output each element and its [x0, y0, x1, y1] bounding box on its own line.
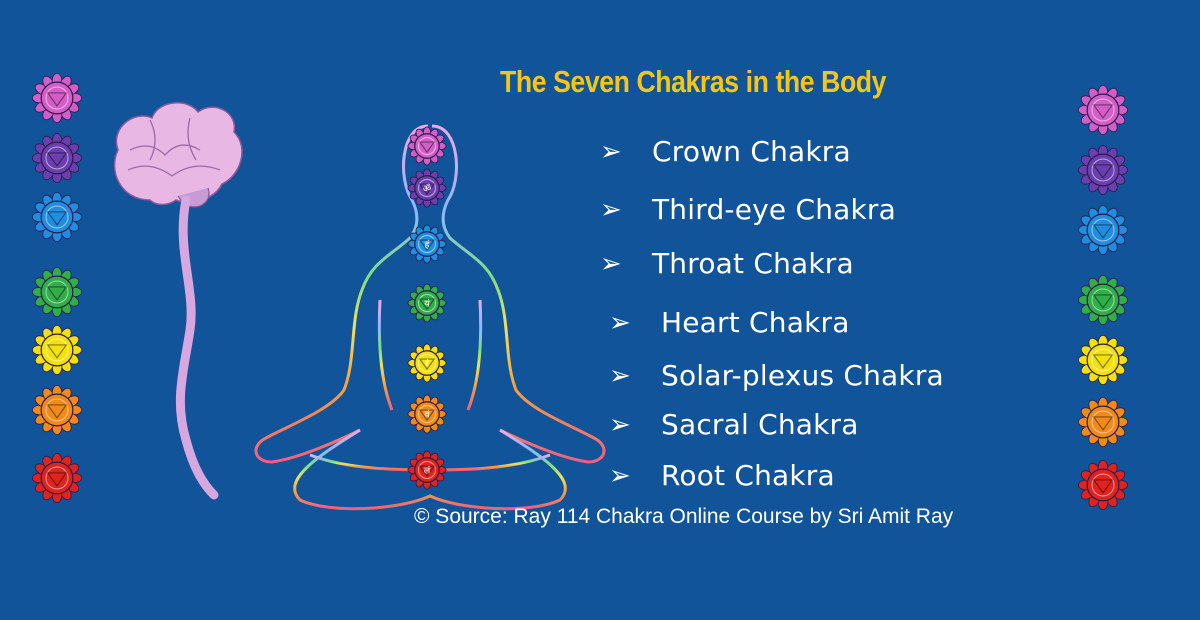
heart-chakra-icon: [1077, 274, 1129, 326]
source-credit: © Source: Ray 114 Chakra Online Course b…: [414, 505, 954, 528]
throat-chakra-icon: हं: [407, 224, 447, 264]
third-eye-chakra-icon: [1077, 144, 1129, 196]
sacral-chakra-icon: [31, 384, 83, 436]
crown-chakra-lotus-icon: [1077, 84, 1129, 136]
right-chakra-column: [1077, 84, 1129, 511]
svg-text:रं: रं: [425, 358, 429, 369]
spinal-cord: [175, 195, 219, 500]
chakra-label: Throat Chakra: [652, 247, 854, 280]
chakra-label: Root Chakra: [661, 459, 835, 492]
chakra-label: Crown Chakra: [652, 135, 851, 168]
solar-plexus-chakra-icon: रं: [407, 343, 447, 383]
chakra-label: Heart Chakra: [661, 306, 850, 339]
root-chakra-icon: लं: [407, 450, 447, 490]
solar-plexus-chakra-icon: [31, 324, 83, 376]
arrow-bullet-icon: ➢: [600, 137, 622, 167]
svg-text:लं: लं: [424, 465, 431, 476]
arrow-bullet-icon: ➢: [609, 410, 631, 440]
heart-chakra-icon: [31, 266, 83, 318]
arrow-bullet-icon: ➢: [609, 361, 631, 391]
svg-text:ॐ: ॐ: [423, 183, 432, 194]
root-chakra-icon: [31, 452, 83, 504]
arrow-bullet-icon: ➢: [609, 308, 631, 338]
chakra-label: Third-eye Chakra: [652, 193, 896, 226]
throat-chakra-icon: [31, 191, 83, 243]
arrow-bullet-icon: ➢: [600, 249, 622, 279]
left-chakra-column: [31, 72, 83, 504]
heart-chakra-icon: यं: [407, 283, 447, 323]
root-chakra-icon: [1077, 459, 1129, 511]
throat-chakra-icon: [1077, 204, 1129, 256]
third-eye-chakra-icon: ॐ: [407, 168, 447, 208]
arrow-bullet-icon: ➢: [609, 461, 631, 491]
arrow-bullet-icon: ➢: [600, 195, 622, 225]
sacral-chakra-icon: [1077, 396, 1129, 448]
brain-icon: [113, 102, 243, 208]
crown-chakra-lotus-icon: [407, 126, 447, 166]
chakra-label: Sacral Chakra: [661, 408, 859, 441]
third-eye-chakra-icon: [31, 132, 83, 184]
svg-text:यं: यं: [424, 298, 430, 309]
sacral-chakra-icon: वं: [407, 394, 447, 434]
crown-chakra-lotus-icon: [31, 72, 83, 124]
chakra-label: Solar-plexus Chakra: [661, 359, 944, 392]
svg-text:वं: वं: [424, 409, 430, 420]
solar-plexus-chakra-icon: [1077, 334, 1129, 386]
svg-text:हं: हं: [425, 239, 431, 250]
diagram-title: The Seven Chakras in the Body: [500, 64, 887, 99]
